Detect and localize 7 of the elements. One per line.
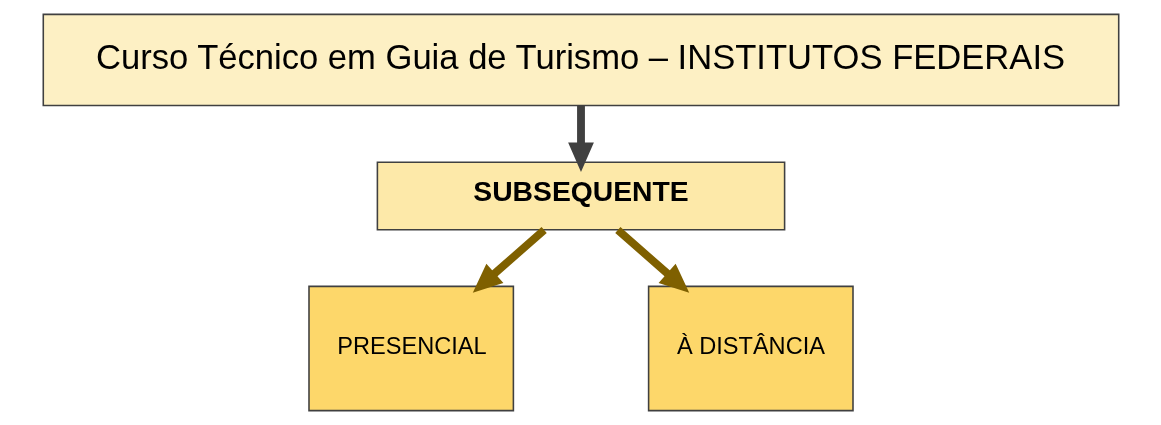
node-box: PRESENCIAL: [307, 285, 514, 412]
arrow: [567, 105, 594, 172]
arrow: [614, 227, 689, 293]
arrow: [472, 227, 547, 293]
node-box: Curso Técnico em Guia de Turismo – INSTITUTOS FEDERAIS: [42, 13, 1119, 107]
node-box: À DISTÂNCIA: [647, 285, 854, 412]
node-box: SUBSEQUENTE: [376, 161, 785, 231]
